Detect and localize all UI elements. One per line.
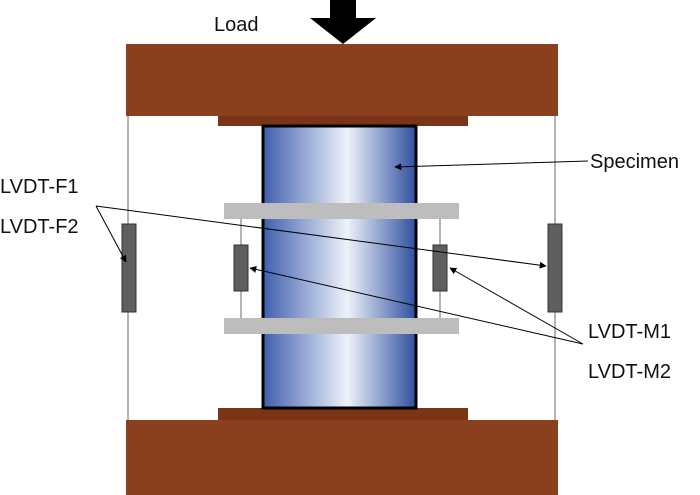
- lvdt-m-leader-left: [249, 265, 584, 345]
- lvdt-m1-label: LVDT-M1: [588, 321, 671, 343]
- lvdt-f-right: [547, 223, 563, 313]
- top-platen-seat: [218, 116, 468, 126]
- upper-clamp-ring: [224, 203, 459, 219]
- lvdt-m-left: [233, 244, 249, 292]
- lvdt-m-right: [432, 244, 448, 292]
- specimen-leader: [394, 160, 589, 171]
- lower-clamp-ring: [224, 318, 459, 334]
- down-arrow-icon: [310, 0, 376, 44]
- bottom-platen-seat: [218, 408, 468, 420]
- lvdt-f-leader-right: [95, 205, 547, 269]
- top-platen: [126, 44, 558, 116]
- load-label: Load: [214, 14, 259, 36]
- lvdt-f-left: [121, 223, 137, 313]
- lvdt-f2-label: LVDT-F2: [0, 216, 79, 238]
- lvdt-m-leader-right: [449, 267, 584, 345]
- specimen: [261, 124, 418, 410]
- lvdt-f-leader-left: [95, 205, 127, 263]
- lvdt-f1-label: LVDT-F1: [0, 176, 79, 198]
- specimen-label: Specimen: [590, 151, 679, 173]
- lvdt-m2-label: LVDT-M2: [588, 361, 671, 383]
- bottom-platen: [126, 420, 558, 495]
